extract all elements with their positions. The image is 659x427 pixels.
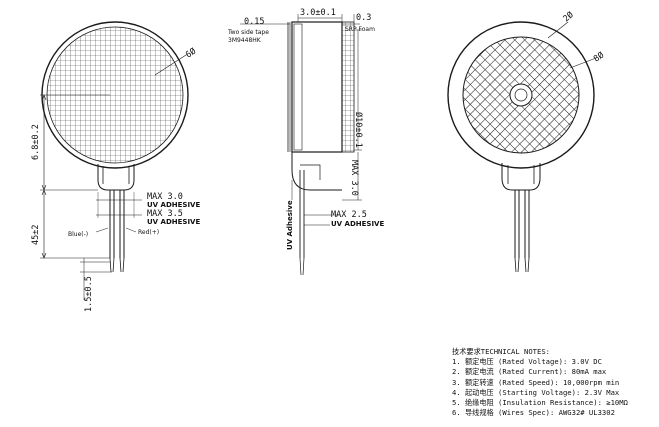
side-foam (341, 21, 355, 153)
front-max30-label: MAX 3.0 (147, 192, 183, 202)
side-tape-thickness: 0.15 (244, 17, 264, 27)
side-max25-label: MAX 2.5 (331, 210, 367, 220)
front-wire-red-label: Red(+) (138, 229, 159, 236)
back-disc-outer (447, 21, 595, 169)
side-tape-label-2: 3M9448HK (228, 37, 262, 44)
notes-title: 技术要求TECHNICAL NOTES: (452, 347, 550, 356)
back-center-hole (509, 83, 533, 107)
side-body (291, 21, 343, 153)
side-uv-adhesive-vertical: UV Adhesive (286, 200, 294, 250)
front-lead-length-label: 45±2 (31, 225, 41, 245)
side-uv-adhesive-3: UV ADHESIVE (331, 220, 384, 228)
front-diameter-label: 6Ø (183, 46, 198, 61)
side-view (240, 14, 362, 276)
back-label-2: 2Ø (561, 9, 576, 24)
notes-item: 1. 额定电压 (Rated Voltage): 3.0V DC (452, 357, 602, 367)
front-neck (97, 164, 135, 191)
back-neck (501, 163, 541, 191)
notes-item: 6. 导线规格 (Wires Spec): AWG32# UL3302 (452, 408, 615, 418)
front-max35-label: MAX 3.5 (147, 209, 183, 219)
front-lead-end-label: 1.5±0.5 (84, 276, 94, 312)
side-tape-label-1: Two side tape (227, 29, 269, 36)
back-label-8: 8Ø (591, 50, 606, 65)
side-max30-vertical: MAX 3.0 (349, 160, 359, 196)
back-view (447, 21, 597, 273)
front-view (40, 21, 189, 300)
front-view-labels: 6Ø 6.8±0.2 45±2 1.5±0.5 Blue(-) Red(+) M… (31, 46, 200, 312)
side-diameter: Ø10±0.1 (353, 112, 364, 148)
side-foam-thickness: 0.3 (356, 13, 371, 23)
front-uv-adhesive-2: UV ADHESIVE (147, 218, 200, 226)
technical-notes: 技术要求TECHNICAL NOTES: 1. 额定电压 (Rated Volt… (452, 347, 657, 418)
notes-item: 2. 额定电流 (Rated Current): 80mA max (452, 367, 607, 377)
notes-item: 4. 起动电压 (Starting Voltage): 2.3V Max (452, 387, 620, 397)
front-wire-blue-label: Blue(-) (68, 231, 88, 238)
front-uv-adhesive-1: UV ADHESIVE (147, 201, 200, 209)
notes-item: 3. 额定转速 (Rated Speed): 10,000rpm min (452, 377, 620, 387)
side-view-labels: 0.15 Two side tape 3M9448HK 3.0±0.1 0.3 … (227, 8, 384, 250)
side-body-thickness: 3.0±0.1 (300, 8, 336, 18)
front-body-height-label: 6.8±0.2 (31, 124, 41, 160)
side-foam-label: SRP Foam (345, 26, 375, 33)
notes-item: 5. 绝缘电阻 (Insulation Resistance): ≥10MΩ (452, 397, 628, 407)
